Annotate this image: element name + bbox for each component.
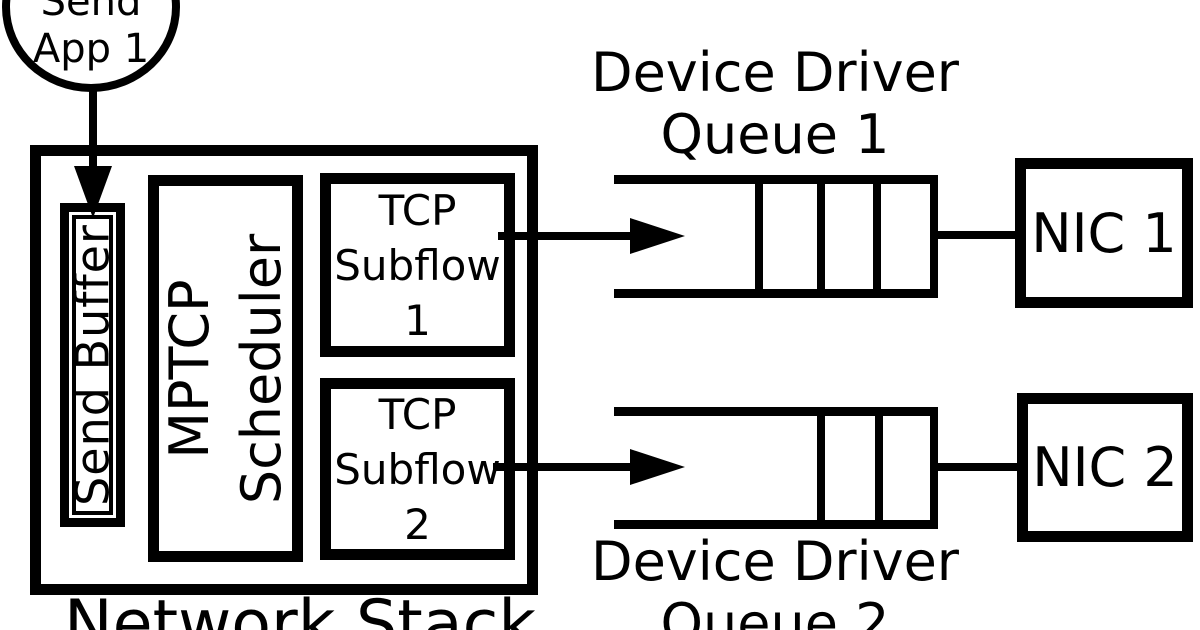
queue1-label-line1: Device Driver bbox=[590, 41, 959, 104]
queue1-slot-divider bbox=[873, 175, 881, 298]
tcp-subflow-2-line2: Subflow bbox=[334, 444, 501, 494]
nic1-label: NIC 1 bbox=[1031, 201, 1177, 265]
queue2-nic2-connector bbox=[934, 463, 1019, 471]
tcp-subflow-1-line1: TCP bbox=[378, 185, 457, 235]
mptcp-scheduler-label: MPTCP Scheduler bbox=[154, 179, 298, 559]
mptcp-scheduler-label-line2: Scheduler bbox=[230, 233, 293, 505]
send-buffer-box-inner bbox=[72, 215, 113, 515]
queue2-bottom-rail bbox=[614, 520, 938, 529]
network-stack-label: Network Stack bbox=[63, 587, 536, 630]
queue1-label-line2: Queue 1 bbox=[660, 103, 890, 166]
tcp-subflow-2-line1: TCP bbox=[378, 389, 457, 439]
subflow1-arrow-stem bbox=[498, 232, 638, 240]
mptcp-scheduler-label-line1: MPTCP bbox=[158, 279, 221, 459]
subflow2-arrow-stem bbox=[493, 463, 638, 471]
tcp-subflow-1-line3: 1 bbox=[404, 295, 431, 345]
send-buffer-label: Send Buffer bbox=[65, 224, 120, 506]
subflow1-arrow-head-icon bbox=[630, 218, 685, 254]
queue2-top-rail bbox=[614, 407, 938, 416]
queue1-slot-divider bbox=[755, 175, 763, 298]
queue2-label: Device Driver Queue 2 bbox=[588, 531, 962, 630]
queue2-label-line1: Device Driver bbox=[590, 530, 959, 593]
nic1-box: NIC 1 bbox=[1015, 158, 1193, 308]
tcp-subflow-2-line3: 2 bbox=[404, 499, 431, 549]
down-arrow-stem bbox=[89, 86, 97, 170]
tcp-subflow-1-box: TCP Subflow 1 bbox=[320, 173, 515, 357]
queue1-slot-divider bbox=[817, 175, 825, 298]
mptcp-scheduler-box bbox=[148, 175, 303, 562]
tcp-subflow-2-box: TCP Subflow 2 bbox=[320, 378, 515, 560]
send-app-label-line1: Send bbox=[40, 0, 142, 25]
queue2-slot-divider bbox=[875, 407, 883, 529]
subflow2-arrow-head-icon bbox=[630, 449, 685, 485]
queue1-bottom-rail bbox=[614, 289, 938, 298]
nic2-box: NIC 2 bbox=[1017, 393, 1193, 542]
send-app-label: Send App 1 bbox=[2, 0, 180, 73]
queue1-top-rail bbox=[614, 175, 938, 184]
network-stack-box bbox=[30, 145, 538, 595]
queue2-label-line2: Queue 2 bbox=[660, 592, 890, 630]
tcp-subflow-1-line2: Subflow bbox=[334, 240, 501, 290]
send-app-label-line2: App 1 bbox=[32, 26, 150, 72]
queue1-nic1-connector bbox=[934, 231, 1019, 239]
send-buffer-box-outer bbox=[60, 203, 125, 527]
queue2-slot-divider bbox=[817, 407, 825, 529]
nic2-label: NIC 2 bbox=[1032, 436, 1178, 499]
queue1-label: Device Driver Queue 1 bbox=[588, 42, 962, 166]
